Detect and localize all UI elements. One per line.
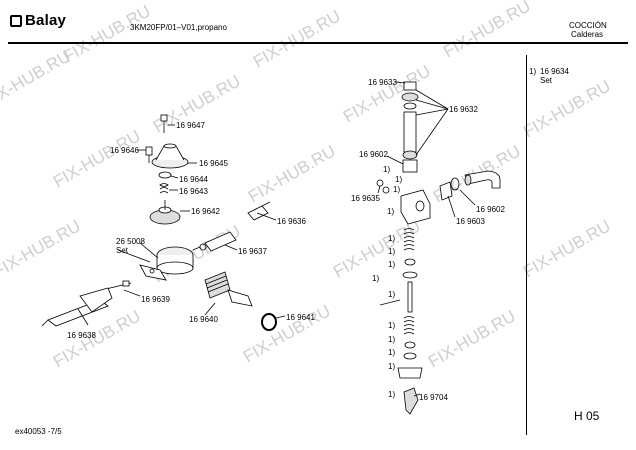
part-label: 16 9645 — [199, 159, 228, 168]
brand-logo: Balay — [25, 12, 67, 29]
part-label: 1) — [388, 247, 396, 256]
nozzle-part — [192, 231, 237, 252]
part-label: 1) — [393, 185, 401, 194]
side-note-set: Set — [540, 76, 553, 85]
subcategory-label: Calderas — [571, 30, 604, 39]
part-label: 1) — [372, 274, 380, 283]
part-label: 16 9638 — [67, 331, 96, 340]
part-label: 1) — [388, 321, 396, 330]
part-label: 16 9643 — [179, 187, 208, 196]
cap-part — [151, 143, 189, 169]
bellow-part — [204, 271, 253, 307]
pin-part — [105, 280, 132, 290]
part-label: 16 9646 — [110, 146, 139, 155]
model-label: 3KM20FP/01–V01,propano — [130, 23, 227, 32]
brand-logo-mark — [10, 15, 22, 27]
part-label: 16 9602 — [476, 205, 505, 214]
burner-tube-part — [401, 81, 419, 173]
part-label: 16 9644 — [179, 175, 208, 184]
part-label: 1) — [388, 390, 396, 399]
part-label: 1) — [388, 260, 396, 269]
valve-block-part — [400, 189, 431, 225]
category-label: COCCIÓN — [569, 21, 607, 30]
side-note-part: 16 9634 — [540, 67, 569, 76]
part-label: 16 9635 — [351, 194, 380, 203]
part-label: 16 9640 — [189, 315, 218, 324]
diaphragm-part — [149, 200, 181, 225]
side-panel-divider — [526, 55, 527, 435]
regulator-body-part — [139, 246, 194, 281]
part-label: 1) — [383, 165, 391, 174]
part-label: 26 5008 — [116, 237, 145, 246]
side-note-ref: 1) — [529, 67, 537, 76]
part-label: 16 9639 — [141, 295, 170, 304]
part-label: 16 9636 — [277, 217, 306, 226]
tube-part — [41, 287, 113, 327]
part-label: 1) — [395, 175, 403, 184]
part-label: 16 9632 — [449, 105, 478, 114]
part-label: 1) — [388, 362, 396, 371]
part-label: 16 9637 — [238, 247, 267, 256]
elbow-pipe-part — [439, 170, 501, 201]
screw-part — [160, 114, 168, 133]
bolt-part — [145, 146, 153, 163]
part-label: 1) — [388, 290, 396, 299]
part-label: 16 9641 — [286, 313, 315, 322]
header-divider — [8, 42, 628, 44]
part-label: 1) — [387, 207, 395, 216]
connector-part — [247, 201, 271, 221]
page-code: H 05 — [574, 409, 600, 423]
ring-part — [158, 171, 172, 179]
part-label: 16 9642 — [191, 207, 220, 216]
part-label: Set — [116, 246, 129, 255]
spring-part — [159, 183, 169, 194]
o-ring-part — [261, 313, 277, 331]
part-label: 16 9647 — [176, 121, 205, 130]
part-label: 16 9704 — [419, 393, 448, 402]
part-label: 1) — [388, 348, 396, 357]
part-label: 16 9602 — [359, 150, 388, 159]
part-label: 16 9603 — [456, 217, 485, 226]
part-label: 16 9633 — [368, 78, 397, 87]
valve-stem-part — [379, 228, 423, 415]
part-label: 1) — [388, 234, 396, 243]
doc-id: ex40053 -7/5 — [15, 427, 62, 436]
part-label: 1) — [388, 335, 396, 344]
